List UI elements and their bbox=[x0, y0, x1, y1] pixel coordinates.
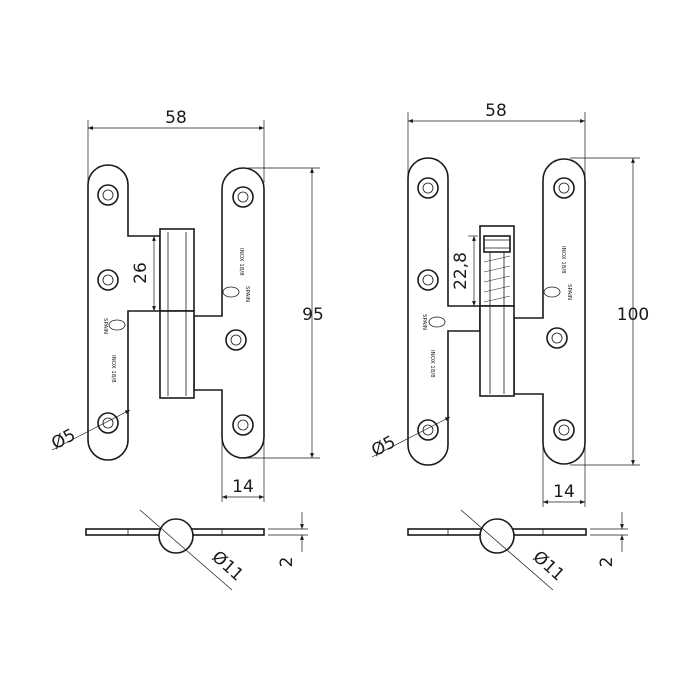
right-offset-dimension: 14 bbox=[553, 482, 575, 502]
left-height-dimension: 95 bbox=[302, 305, 324, 325]
right-knuckle-dimension: 22,8 bbox=[451, 252, 471, 290]
right-hinge-right-leaf bbox=[513, 158, 586, 465]
left-hinge-knuckle-upper bbox=[159, 228, 195, 312]
right-hinge-section-hatch bbox=[483, 255, 511, 303]
left-hinge-left-leaf bbox=[87, 164, 161, 461]
right-hinge-logo-stamp bbox=[428, 286, 561, 328]
left-pin-dimension: Ø11 bbox=[208, 547, 247, 585]
right-width-dimension: 58 bbox=[485, 101, 507, 121]
right-hinge-knuckle-lower bbox=[479, 305, 515, 397]
right-hinge-plan-view: Ø11 2 bbox=[407, 509, 628, 591]
left-hinge-hole bbox=[97, 184, 254, 436]
left-thickness-dimension: 2 bbox=[277, 557, 297, 568]
left-hinge-stamp-material: INOX 18/8 bbox=[238, 248, 244, 276]
left-hinge-front-view: INOX 18/8 SPAIN SPAIN INOX 18/8 58 95 26… bbox=[48, 108, 324, 502]
right-hinge-left-leaf bbox=[407, 157, 481, 466]
left-width-dimension: 58 bbox=[165, 108, 187, 128]
left-hinge-right-leaf bbox=[193, 167, 265, 459]
left-pin-circle bbox=[158, 518, 194, 554]
right-height-dimension: 100 bbox=[617, 305, 649, 325]
left-hinge-stamp-material-2: INOX 18/8 bbox=[110, 355, 116, 383]
right-pin-dimension: Ø11 bbox=[529, 547, 568, 585]
left-hinge-logo-stamp bbox=[108, 286, 240, 331]
right-thickness-dimension: 2 bbox=[597, 557, 617, 568]
left-offset-dimension: 14 bbox=[232, 477, 254, 497]
right-hinge-stamp-material-2: INOX 18/8 bbox=[429, 350, 435, 378]
left-hinge-plan-view: Ø11 2 bbox=[85, 509, 308, 591]
right-hinge-stamp-country-2: SPAIN bbox=[421, 314, 427, 330]
right-hinge-hole bbox=[417, 177, 575, 441]
left-hinge-stamp-country-2: SPAIN bbox=[102, 318, 108, 334]
right-pin-circle bbox=[479, 518, 515, 554]
right-hinge-stamp-material: INOX 18/8 bbox=[560, 246, 566, 274]
right-hinge-front-view: INOX 18/8 SPAIN SPAIN INOX 18/8 58 100 2… bbox=[368, 101, 649, 507]
left-knuckle-dimension: 26 bbox=[131, 262, 151, 284]
left-hinge-knuckle-lower bbox=[159, 310, 195, 399]
right-hinge-stamp-country: SPAIN bbox=[566, 284, 572, 300]
left-hinge-stamp-country: SPAIN bbox=[244, 286, 250, 302]
